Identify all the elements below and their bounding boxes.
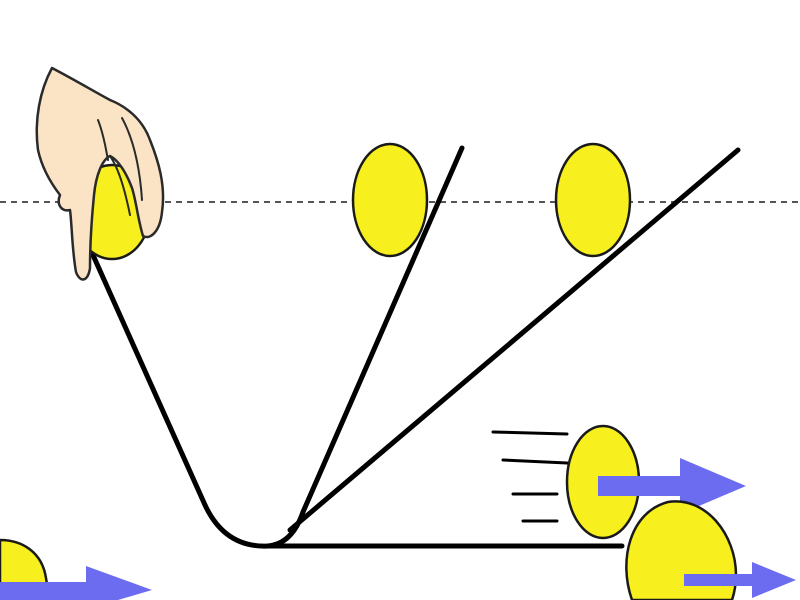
ball-on-shallow-ramp: [554, 142, 632, 258]
motion-lines-icon: [491, 430, 569, 523]
right-arrow-icon: [598, 458, 746, 514]
shallow-right-ramp: [287, 147, 741, 533]
right-arrow-icon: [0, 566, 152, 600]
hand-icon: [35, 66, 165, 281]
steep-right-ramp: [265, 145, 465, 549]
ball-on-steep-ramp: [351, 142, 429, 258]
left-ramp: [42, 145, 625, 549]
right-arrow-icon: [684, 562, 796, 598]
